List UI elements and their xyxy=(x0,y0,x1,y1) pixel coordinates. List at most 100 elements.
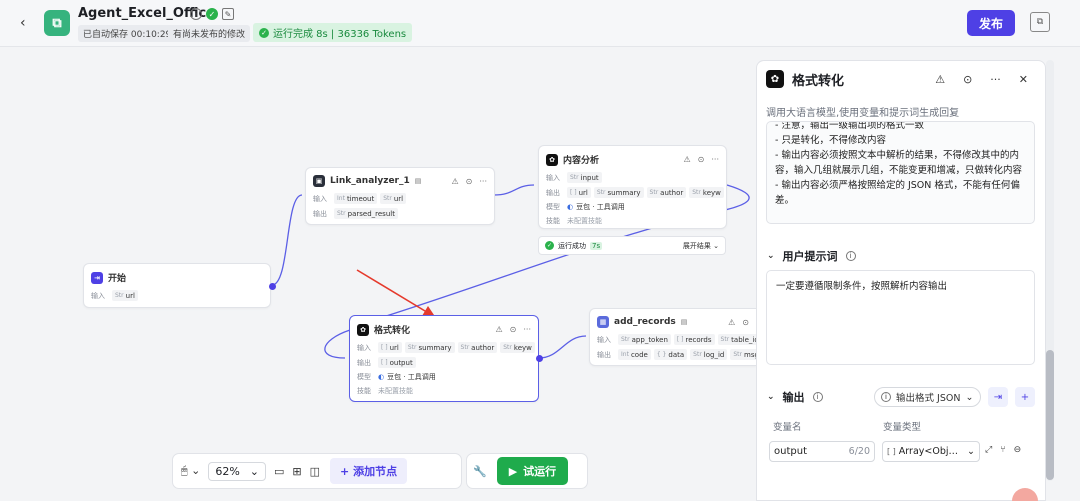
skill-value: 未配置技能 xyxy=(378,387,413,395)
panel-title: 格式转化 xyxy=(792,73,845,89)
output-label: 输出 xyxy=(313,209,327,218)
success-text: 运行成功 xyxy=(558,241,586,250)
prompt-line: - 注意，输出一级输出项的格式一致 xyxy=(775,121,924,131)
avatar[interactable] xyxy=(1012,488,1038,501)
run-icon[interactable]: ⊙ xyxy=(742,317,749,327)
tag-icon: ▤ xyxy=(680,318,688,326)
more-icon[interactable]: ··· xyxy=(711,155,719,164)
output-port[interactable] xyxy=(269,283,276,290)
remove-icon[interactable]: ⊖ xyxy=(1013,445,1022,455)
more-icon[interactable]: ··· xyxy=(990,72,1001,86)
var-chip: [ ]output xyxy=(378,357,416,368)
wrench-icon[interactable]: 🔧 xyxy=(473,464,487,478)
run-icon[interactable]: ⊙ xyxy=(465,176,473,186)
user-prompt-input[interactable]: 一定要遵循限制条件，按照解析内容输出 xyxy=(766,270,1035,365)
input-label: 输入 xyxy=(597,335,611,344)
panel-scrollbar[interactable] xyxy=(1046,60,1054,481)
chevron-down-icon: ⌄ xyxy=(967,446,975,457)
zoom-select[interactable]: 62%⌄ xyxy=(208,461,266,481)
user-prompt-section[interactable]: ⌄ 用户提示词 i xyxy=(767,248,856,264)
llm-icon: ✿ xyxy=(546,153,558,166)
minimap-icon[interactable]: ◫ xyxy=(309,464,321,478)
skill-value: 未配置技能 xyxy=(567,217,602,225)
debug-icon[interactable]: ⚠ xyxy=(495,325,503,334)
info-icon[interactable]: i xyxy=(190,8,202,20)
info-icon[interactable]: i xyxy=(845,251,856,261)
var-type-value: Array<Obj… xyxy=(898,446,958,457)
var-row-actions: ⤢ ⑂ ⊖ xyxy=(985,445,1021,455)
input-label: 输入 xyxy=(313,194,327,203)
array-icon: [ ] xyxy=(887,447,896,456)
info-icon: i xyxy=(881,392,891,402)
play-circle-icon[interactable]: ⊙ xyxy=(963,72,973,86)
input-label: 输入 xyxy=(357,343,371,352)
mouse-mode-icon[interactable]: 🖱 ⌄ xyxy=(181,464,201,477)
add-node-button[interactable]: + 添加节点 xyxy=(330,458,408,484)
var-name-value: output xyxy=(774,446,807,457)
scroll-thumb[interactable] xyxy=(1046,350,1054,480)
title-icons: i ✓ ✎ xyxy=(190,8,234,20)
output-port[interactable] xyxy=(536,355,543,362)
run-icon[interactable]: ⊙ xyxy=(509,325,517,334)
close-icon[interactable]: ✕ xyxy=(1018,72,1028,86)
model-name: 豆包 · 工具调用 xyxy=(576,203,625,211)
debug-icon[interactable]: ⚠ xyxy=(451,176,459,186)
system-prompt-box[interactable]: - 注意，输出一级输出项的格式一致 - 只是转化，不得修改内容 - 输出内容必须… xyxy=(766,121,1035,224)
var-chip: [ ]url xyxy=(378,342,402,353)
more-icon[interactable]: ··· xyxy=(523,325,531,334)
col-var-type: 变量类型 xyxy=(883,422,922,433)
debug-icon[interactable]: ⚠ xyxy=(728,317,736,327)
output-format-select[interactable]: i 输出格式 JSON ⌄ xyxy=(874,387,981,407)
run-icon[interactable]: ⊙ xyxy=(697,155,705,164)
run-toolbar: 🔧 ▶试运行 xyxy=(466,453,588,489)
chevron-down-icon: ⌄ xyxy=(767,251,775,261)
var-name-input[interactable]: output 6/20 xyxy=(769,441,875,462)
model-name: 豆包 · 工具调用 xyxy=(387,373,436,381)
window-icon[interactable]: ⧉ xyxy=(1030,12,1050,32)
branch-icon[interactable]: ⑂ xyxy=(1000,445,1006,455)
output-section[interactable]: ⌄ 输出 i xyxy=(767,389,823,405)
node-title: add_records xyxy=(614,317,676,327)
chevron-down-icon: ⌄ xyxy=(767,392,775,402)
skill-label: 技能 xyxy=(546,217,560,225)
expand-icon[interactable]: ⤢ xyxy=(985,445,993,455)
autosave-badge: 已自动保存 00:10:29 xyxy=(78,25,177,42)
var-chip: { }data xyxy=(653,349,688,360)
chevron-down-icon: ⌄ xyxy=(965,391,974,403)
comment-icon[interactable]: ▭ xyxy=(274,464,285,478)
more-icon[interactable]: ··· xyxy=(479,176,487,186)
char-count: 6/20 xyxy=(848,446,870,457)
top-bar: ‹ ⧉ Agent_Excel_Office i ✓ ✎ 已自动保存 00:10… xyxy=(0,0,1080,47)
edit-icon[interactable]: ✎ xyxy=(222,8,234,20)
publish-button[interactable]: 发布 xyxy=(967,10,1015,36)
import-button[interactable]: ⇥ xyxy=(988,387,1008,407)
trial-run-button[interactable]: ▶试运行 xyxy=(496,457,569,485)
prompt-line: - 输出内容必须严格按照给定的 JSON 格式，不能有任何偏差。 xyxy=(775,180,1020,206)
panel-tools: ⚠ ⊙ ··· ✕ xyxy=(935,73,1038,86)
add-output-button[interactable]: + xyxy=(1015,387,1035,407)
debug-icon[interactable]: ⚠ xyxy=(683,155,691,164)
grid-icon[interactable]: ⊞ xyxy=(292,464,302,478)
app-title: Agent_Excel_Office xyxy=(78,6,215,21)
panel-description: 调用大语言模型,使用变量和提示词生成回复 xyxy=(766,108,960,119)
debug-off-icon[interactable]: ⚠ xyxy=(935,72,946,86)
success-icon: ✓ xyxy=(545,241,554,250)
info-icon[interactable]: i xyxy=(812,392,823,402)
back-icon[interactable]: ‹ xyxy=(20,15,26,31)
run-status-badge: ✓ 运行完成 8s | 36336 Tokens xyxy=(253,23,413,42)
node-title: 内容分析 xyxy=(563,156,600,166)
expand-result-button[interactable]: 展开结果 ⌄ xyxy=(682,241,719,250)
var-type-select[interactable]: [ ] Array<Obj… ⌄ xyxy=(882,441,980,462)
